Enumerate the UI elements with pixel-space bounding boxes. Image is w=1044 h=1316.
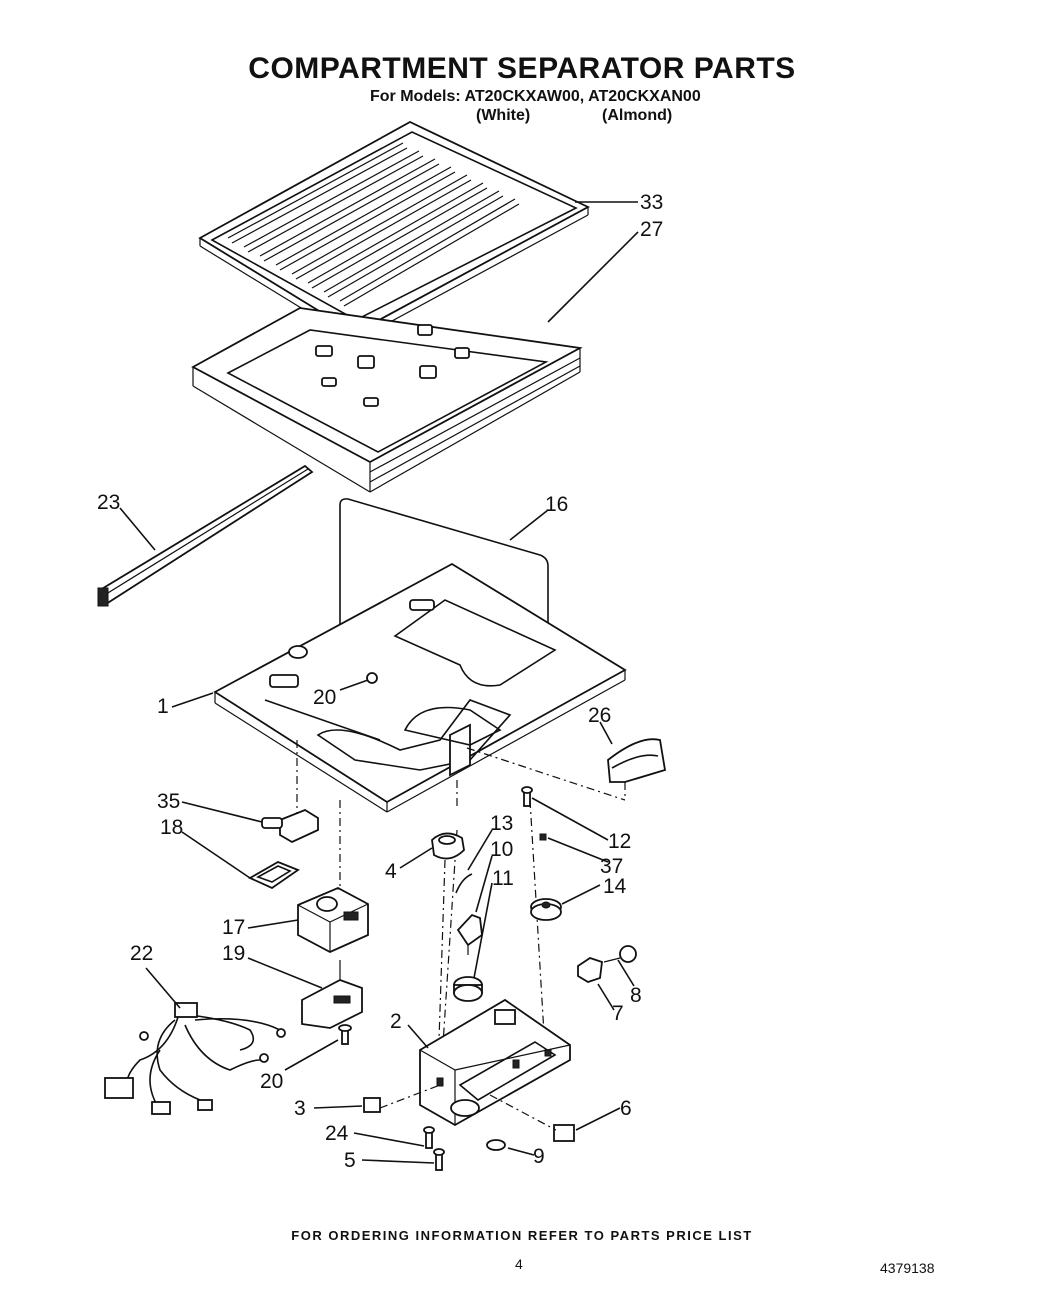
part-12-screw xyxy=(521,786,533,807)
callout-5: 5 xyxy=(344,1149,356,1172)
callout-20b: 20 xyxy=(260,1070,283,1093)
callout-10: 10 xyxy=(490,838,513,861)
part-33-shelf xyxy=(198,120,590,342)
part-3-connector xyxy=(363,1097,381,1113)
callout-35: 35 xyxy=(157,790,180,813)
callout-14: 14 xyxy=(603,875,627,898)
part-13-spring xyxy=(455,873,473,894)
callout-26: 26 xyxy=(588,704,611,727)
white-note: (White) xyxy=(476,107,531,124)
callout-33: 33 xyxy=(640,191,663,214)
callout-19: 19 xyxy=(222,942,245,965)
callout-20a: 20 xyxy=(313,686,336,709)
part-24-screw xyxy=(423,1126,435,1149)
callout-18: 18 xyxy=(160,816,183,839)
part-18-bezel xyxy=(248,861,300,890)
part-22-harness xyxy=(104,1002,286,1115)
part-20-screw xyxy=(338,1024,352,1045)
part-35-knob xyxy=(261,808,319,844)
part-7-socket xyxy=(577,957,603,983)
callout-24: 24 xyxy=(325,1122,349,1145)
callout-11: 11 xyxy=(492,867,514,890)
callout-7: 7 xyxy=(612,1002,624,1025)
part-19-bracket xyxy=(301,960,363,1029)
models-line: For Models: AT20CKXAW00, AT20CKXAN00 xyxy=(370,88,701,105)
part-2-housing xyxy=(419,998,571,1127)
document-number: 4379138 xyxy=(880,1260,935,1276)
part-1-pan xyxy=(213,562,627,813)
part-27-frame xyxy=(191,307,583,493)
callout-3: 3 xyxy=(294,1097,306,1120)
callout-6: 6 xyxy=(620,1097,632,1120)
part-37-clip xyxy=(539,833,547,841)
callout-8: 8 xyxy=(630,984,642,1007)
callout-2: 2 xyxy=(390,1010,402,1033)
almond-note: (Almond) xyxy=(602,107,673,124)
part-17-housing xyxy=(297,887,369,954)
part-9-grommet xyxy=(486,1139,506,1151)
callout-27: 27 xyxy=(640,218,663,241)
callout-22: 22 xyxy=(130,942,153,965)
callout-37: 37 xyxy=(600,855,623,878)
ordering-note: FOR ORDERING INFORMATION REFER TO PARTS … xyxy=(291,1228,753,1243)
callout-23: 23 xyxy=(97,491,120,514)
callout-17: 17 xyxy=(222,916,245,939)
part-11-gear xyxy=(453,976,483,1002)
leader-lines xyxy=(119,201,639,1164)
callout-9: 9 xyxy=(533,1145,545,1168)
callout-12: 12 xyxy=(608,830,631,853)
callout-13: 13 xyxy=(490,812,513,835)
part-6-connector xyxy=(553,1124,575,1142)
part-23-strip xyxy=(97,464,314,607)
part-16-wire xyxy=(339,498,549,700)
part-5-screw xyxy=(433,1148,445,1171)
part-14-wheel xyxy=(530,898,562,921)
callout-1: 1 xyxy=(157,695,169,718)
page-title: COMPARTMENT SEPARATOR PARTS xyxy=(248,52,796,85)
callout-16: 16 xyxy=(545,493,568,516)
part-4-cam xyxy=(431,832,465,1071)
part-10-damper xyxy=(456,913,483,955)
part-8-bulb xyxy=(603,945,637,963)
callout-labels: 33 27 23 16 1 20 26 35 18 13 10 12 37 4 … xyxy=(97,191,663,1172)
page-number: 4 xyxy=(515,1256,523,1272)
callout-4: 4 xyxy=(385,860,397,883)
part-26-cover xyxy=(607,738,667,800)
